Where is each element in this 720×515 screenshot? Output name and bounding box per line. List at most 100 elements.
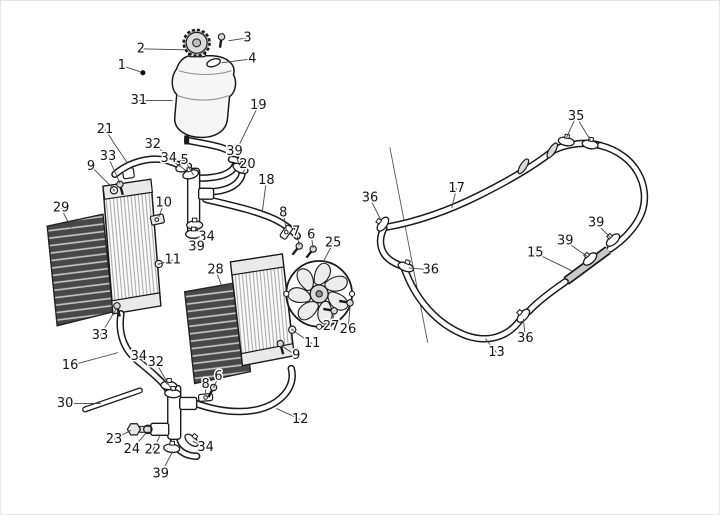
part-number-11: 11 (164, 252, 180, 267)
leader-lines-layer (60, 37, 612, 475)
leader-line-34 (196, 226, 207, 238)
leader-line-23 (113, 429, 132, 440)
part-number-19: 19 (250, 98, 266, 113)
leader-line-28 (215, 269, 223, 289)
tank-body (171, 55, 237, 139)
part-number-1: 1 (118, 58, 126, 73)
part-number-17: 17 (448, 181, 464, 196)
leader-line-27 (330, 313, 335, 327)
part-number-39: 39 (226, 144, 242, 159)
part-number-21: 21 (97, 122, 113, 137)
part-number-16: 16 (62, 358, 78, 373)
tank-cap (182, 28, 211, 58)
leader-line-36 (522, 318, 526, 339)
hose-17-core (384, 149, 555, 230)
part-number-15: 15 (527, 246, 543, 261)
leader-line-32 (152, 144, 183, 166)
leader-line-4 (221, 58, 253, 64)
leader-line-11 (159, 259, 173, 265)
part-number-34: 34 (131, 349, 147, 364)
part-number-36: 36 (517, 331, 533, 346)
part-number-32: 32 (148, 355, 164, 370)
hose-20-core (199, 157, 245, 194)
part-number-33: 33 (100, 149, 116, 164)
leader-line-36 (408, 267, 431, 271)
leader-line-6 (213, 376, 219, 388)
leader-line-39 (234, 151, 240, 166)
part-number-8: 8 (201, 377, 209, 392)
leader-line-3 (228, 37, 248, 42)
leader-line-25 (322, 242, 334, 263)
part-number-10: 10 (156, 196, 172, 211)
part-number-34: 34 (161, 151, 177, 166)
lower-union-branch-right (179, 396, 198, 411)
leader-line-10 (158, 203, 165, 218)
part-number-3: 3 (243, 30, 251, 45)
leader-line-8 (282, 213, 287, 231)
sensor-hex (126, 423, 142, 436)
part-number-27: 27 (323, 319, 339, 334)
center-radiator (229, 253, 296, 367)
leader-line-39 (564, 240, 589, 258)
part-number-24: 24 (124, 442, 140, 457)
leader-line-13 (485, 338, 497, 353)
leader-line-29 (60, 207, 72, 229)
cooling-fan (283, 260, 356, 330)
leader-line-7 (295, 231, 300, 246)
part-number-6: 6 (214, 369, 222, 384)
part-number-13: 13 (488, 345, 504, 360)
leader-line-11 (293, 330, 313, 345)
part-number-22: 22 (145, 443, 161, 458)
part-number-5: 5 (181, 153, 189, 168)
part-number-36: 36 (422, 262, 438, 277)
tube-30-core (83, 388, 142, 412)
part-number-39: 39 (588, 216, 604, 231)
part-number-32: 32 (145, 137, 161, 152)
part-number-39: 39 (153, 467, 169, 482)
radiator-bracket-10 (149, 213, 165, 226)
hose-13-core (401, 264, 525, 341)
part-number-8: 8 (279, 206, 287, 221)
part-number-7: 7 (292, 225, 300, 240)
sensor-thread (139, 425, 152, 433)
leader-line-2 (140, 48, 185, 51)
leader-line-36 (369, 198, 382, 221)
thermostat-union (150, 384, 198, 440)
leader-line-18 (261, 180, 267, 212)
screw-6 (302, 243, 319, 261)
part-number-26: 26 (340, 322, 356, 337)
part-number-12: 12 (292, 412, 308, 427)
cap-retainer-clip (206, 58, 221, 68)
leader-line-39 (595, 222, 612, 239)
hose-clamp-35 (580, 135, 600, 151)
part-number-2: 2 (137, 41, 145, 56)
part-number-25: 25 (325, 236, 341, 251)
part-number-9: 9 (292, 348, 300, 363)
cap-center (192, 38, 202, 48)
hoses (82, 136, 649, 460)
part-number-33: 33 (92, 328, 108, 343)
section-line (389, 147, 429, 343)
leader-line-15 (535, 252, 573, 272)
part-number-28: 28 (207, 262, 223, 277)
leader-line-19 (236, 105, 259, 151)
leader-line-17 (451, 188, 458, 209)
leader-line-12 (276, 408, 301, 420)
mount-grommet-9 (109, 186, 119, 195)
hose-right-return-core (597, 143, 647, 252)
part-number-39: 39 (557, 234, 573, 249)
left-radiator (102, 167, 162, 315)
leader-line-35 (565, 116, 577, 139)
fan-hub-center (315, 290, 323, 298)
hose-19-core (185, 138, 239, 181)
leader-line-32 (155, 362, 174, 392)
fan-mount-lug (348, 290, 356, 297)
leader-line-34 (138, 356, 169, 385)
leader-line-33 (107, 156, 121, 184)
leader-line-21 (104, 129, 128, 163)
center-radiator-top-tank (229, 253, 285, 276)
leader-line-26 (347, 306, 351, 330)
elbow-fitting-22 (150, 422, 170, 437)
